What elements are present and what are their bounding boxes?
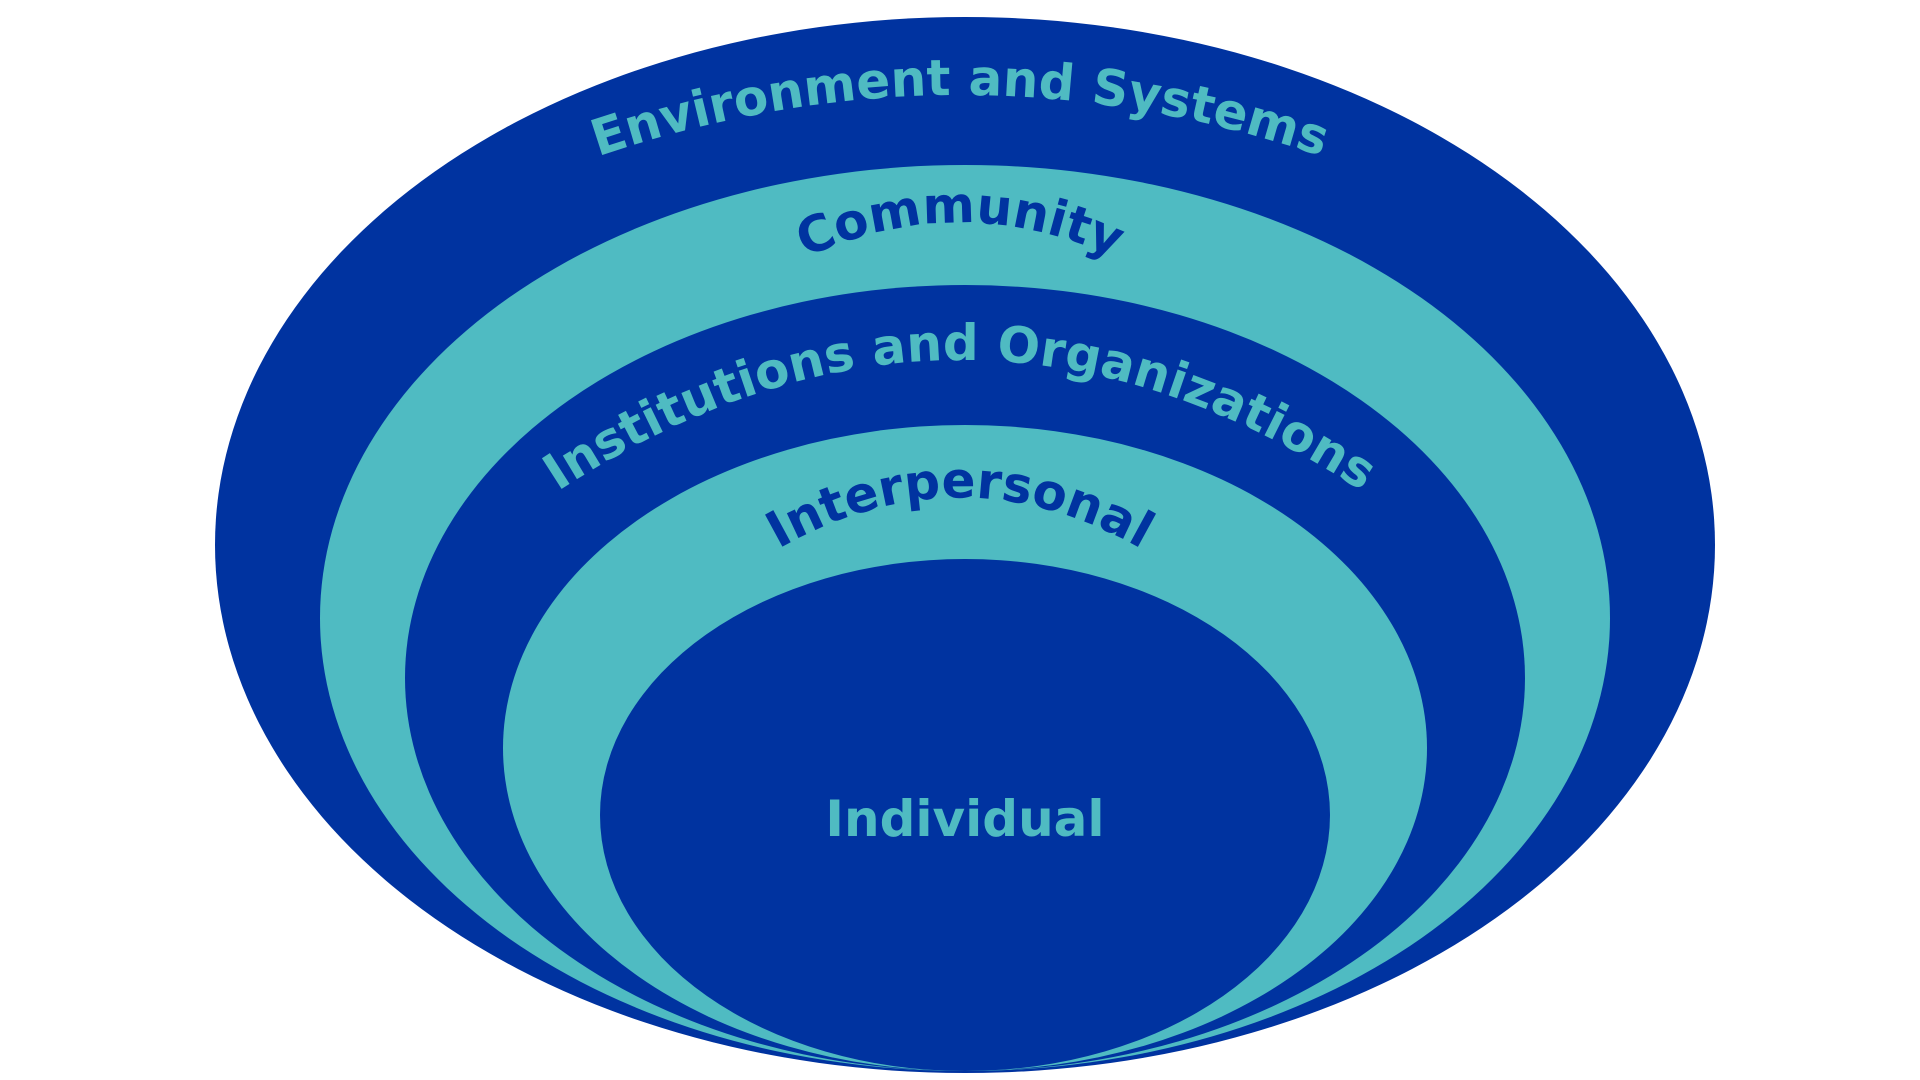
layer-individual-ellipse [600,559,1330,1071]
label-individual: Individual [825,790,1104,848]
